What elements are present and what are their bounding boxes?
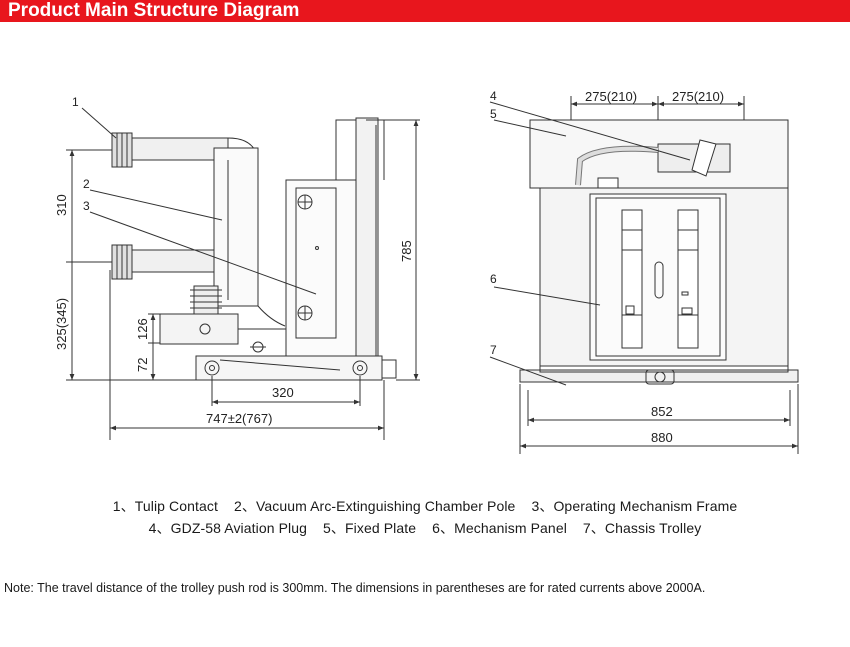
legend-item-chamber-pole: 2、Vacuum Arc-Extinguishing Chamber Pole — [234, 498, 516, 514]
front-view-labels: 4 5 6 7 275(210) 275(210) 852 880 — [490, 89, 724, 445]
dim-275-left: 275(210) — [585, 89, 637, 104]
structure-diagram: 1 2 3 310 325(345) 126 72 785 320 747±2(… — [54, 89, 799, 454]
dim-880: 880 — [651, 430, 673, 445]
dim-320: 320 — [272, 385, 294, 400]
callout-3: 3 — [83, 199, 90, 213]
callout-7: 7 — [490, 343, 497, 357]
dim-126: 126 — [135, 318, 150, 340]
side-view — [66, 107, 420, 440]
legend-row-1: 1、Tulip Contact 2、Vacuum Arc-Extinguishi… — [0, 496, 850, 516]
legend-item-chassis-trolley: 7、Chassis Trolley — [582, 520, 702, 536]
dim-310: 310 — [54, 194, 69, 216]
callout-4: 4 — [490, 89, 497, 103]
side-view-labels: 1 2 3 310 325(345) 126 72 785 320 747±2(… — [54, 95, 414, 426]
dim-785: 785 — [399, 240, 414, 262]
page-title: Product Main Structure Diagram — [0, 0, 850, 22]
callout-6: 6 — [490, 272, 497, 286]
legend-item-fixed-plate: 5、Fixed Plate — [323, 520, 417, 536]
dim-275-right: 275(210) — [672, 89, 724, 104]
legend-row-2: 4、GDZ-58 Aviation Plug 5、Fixed Plate 6、M… — [0, 518, 850, 538]
callout-5: 5 — [490, 107, 497, 121]
legend-item-tulip-contact: 1、Tulip Contact — [112, 498, 218, 514]
legend-item-mechanism-panel: 6、Mechanism Panel — [432, 520, 567, 536]
footnote: Note: The travel distance of the trolley… — [4, 581, 706, 595]
dim-852: 852 — [651, 404, 673, 419]
legend-item-aviation-plug: 4、GDZ-58 Aviation Plug — [148, 520, 308, 536]
callout-1: 1 — [72, 95, 79, 109]
callout-2: 2 — [83, 177, 90, 191]
dim-747: 747±2(767) — [206, 411, 272, 426]
front-view — [489, 96, 799, 454]
legend-item-mechanism-frame: 3、Operating Mechanism Frame — [531, 498, 738, 514]
dim-72: 72 — [135, 358, 150, 372]
dim-325: 325(345) — [54, 298, 69, 350]
